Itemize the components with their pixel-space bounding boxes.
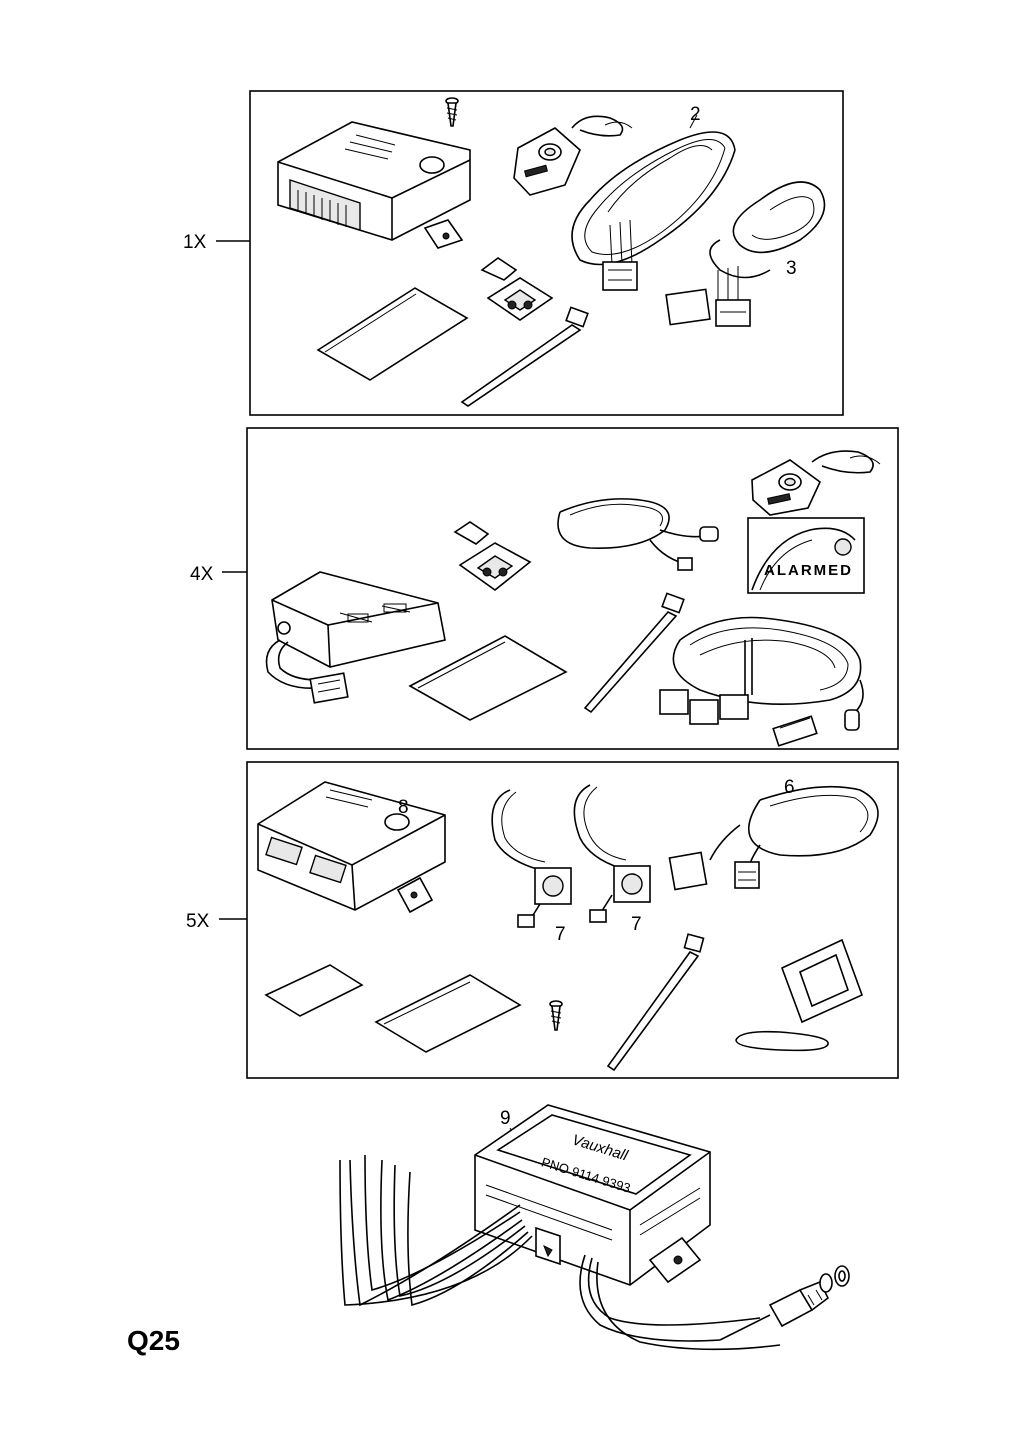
alarmed-sticker-text: ALARMED xyxy=(764,562,853,579)
callout-8: 8 xyxy=(398,797,409,818)
sensor-lead-7b: 7 xyxy=(573,784,651,935)
panel-frame-1 xyxy=(249,90,844,416)
remote-key-fob xyxy=(513,115,633,196)
splice-connector xyxy=(453,521,532,592)
wiring-loom-2: 2 xyxy=(571,104,736,291)
panel-frame-4 xyxy=(246,427,899,750)
wiring-harness-6: 6 xyxy=(668,777,879,891)
screw-icon xyxy=(549,1000,563,1031)
cable-tie xyxy=(606,933,705,1072)
flying-leads xyxy=(339,1154,533,1307)
screw-icon xyxy=(445,97,459,127)
panel-label-1x: 1X xyxy=(183,232,207,253)
callout-7b: 7 xyxy=(631,914,642,935)
panel-label-5x: 5X xyxy=(186,911,210,932)
adhesive-pad xyxy=(408,635,568,721)
callout-6: 6 xyxy=(784,777,795,798)
alarm-control-unit xyxy=(265,571,446,704)
alarm-control-unit xyxy=(277,121,471,249)
strap xyxy=(735,1030,829,1052)
cable-tie xyxy=(583,592,685,714)
callout-7a: 7 xyxy=(555,924,566,945)
callout-3: 3 xyxy=(786,258,797,279)
remote-key-fob xyxy=(751,450,881,516)
panel-kit-5: 5X 8 7 xyxy=(186,761,899,1079)
grommet-gasket xyxy=(780,938,864,1024)
panel-label-4x: 4X xyxy=(190,564,214,585)
adhesive-pad xyxy=(316,287,469,381)
panel-frame-5 xyxy=(246,761,899,1079)
cable-tie xyxy=(460,306,589,407)
adhesive-pad-large xyxy=(374,974,522,1053)
module-9: 9 Vauxhall PNO 9114 9393 xyxy=(339,1104,850,1351)
callout-9: 9 xyxy=(500,1108,511,1129)
splice-connector xyxy=(480,257,554,321)
sensor-lead-7a: 7 xyxy=(491,789,572,945)
main-wiring-harness xyxy=(659,616,864,747)
module-lid xyxy=(496,1114,692,1195)
wiring-loom-3: 3 xyxy=(665,181,826,327)
panel-kit-4: 4X xyxy=(190,427,899,750)
panel-kit-1: 1X xyxy=(183,90,844,416)
alarmed-sticker: ALARMED xyxy=(747,517,865,594)
callout-2: 2 xyxy=(690,104,701,125)
alarm-control-unit-8: 8 xyxy=(257,781,446,914)
sensor-probe xyxy=(719,1265,850,1341)
page-code: Q25 xyxy=(127,1325,180,1356)
output-leads xyxy=(579,1254,781,1351)
sensor-lead xyxy=(557,498,719,571)
adhesive-pad-small xyxy=(264,964,364,1017)
